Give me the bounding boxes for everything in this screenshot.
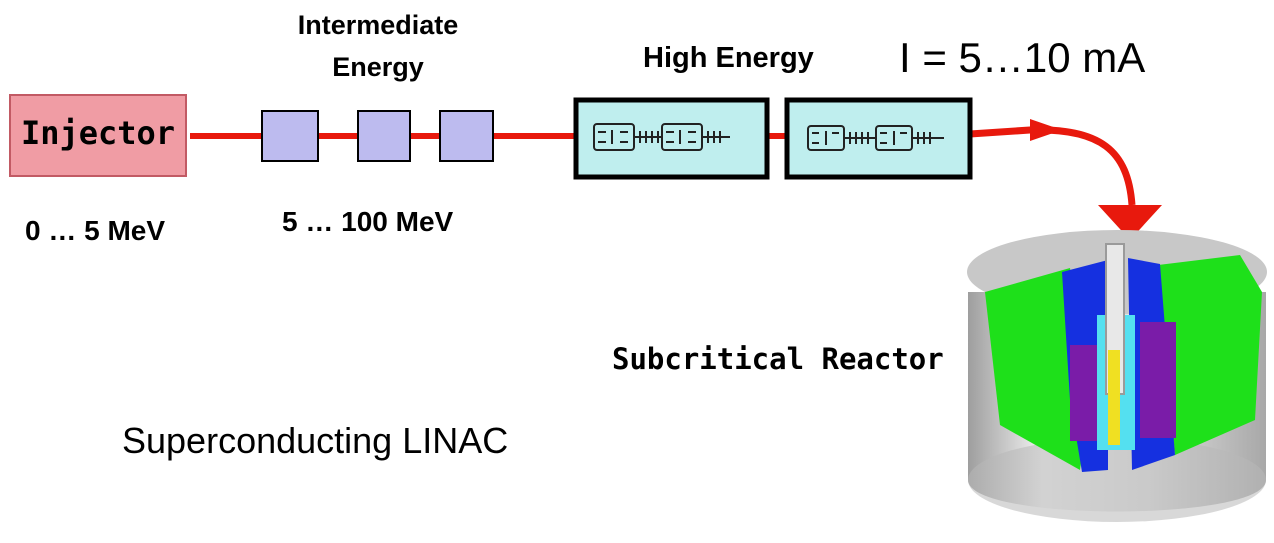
intermediate-cavity-1	[261, 110, 319, 162]
injector-label: Injector	[20, 114, 176, 152]
diagram-title: Superconducting LINAC	[122, 420, 509, 461]
beam-current-label: I = 5…10 mA	[899, 34, 1146, 81]
beam-arrow-head	[1098, 205, 1162, 240]
intermediate-cavity-2	[357, 110, 411, 162]
beam-arrow-tip	[1030, 119, 1062, 141]
reactor-cutaway-icon	[967, 230, 1267, 522]
intermediate-energy-label: 5 … 100 MeV	[282, 206, 454, 237]
injector-energy-label: 0 … 5 MeV	[25, 215, 166, 246]
superconducting-cavity-icon	[807, 125, 944, 151]
superconducting-cavity-icon	[593, 123, 730, 151]
high-energy-module-1	[573, 97, 770, 180]
intermediate-cavity-3	[439, 110, 494, 162]
stage-label-high-energy: High Energy	[643, 42, 814, 74]
injector-box	[9, 94, 187, 177]
reactor-label: Subcritical Reactor	[612, 342, 944, 376]
stage-label-intermediate-line1: Intermediate	[297, 10, 459, 40]
stage-label-intermediate-line2: Energy	[332, 52, 424, 82]
